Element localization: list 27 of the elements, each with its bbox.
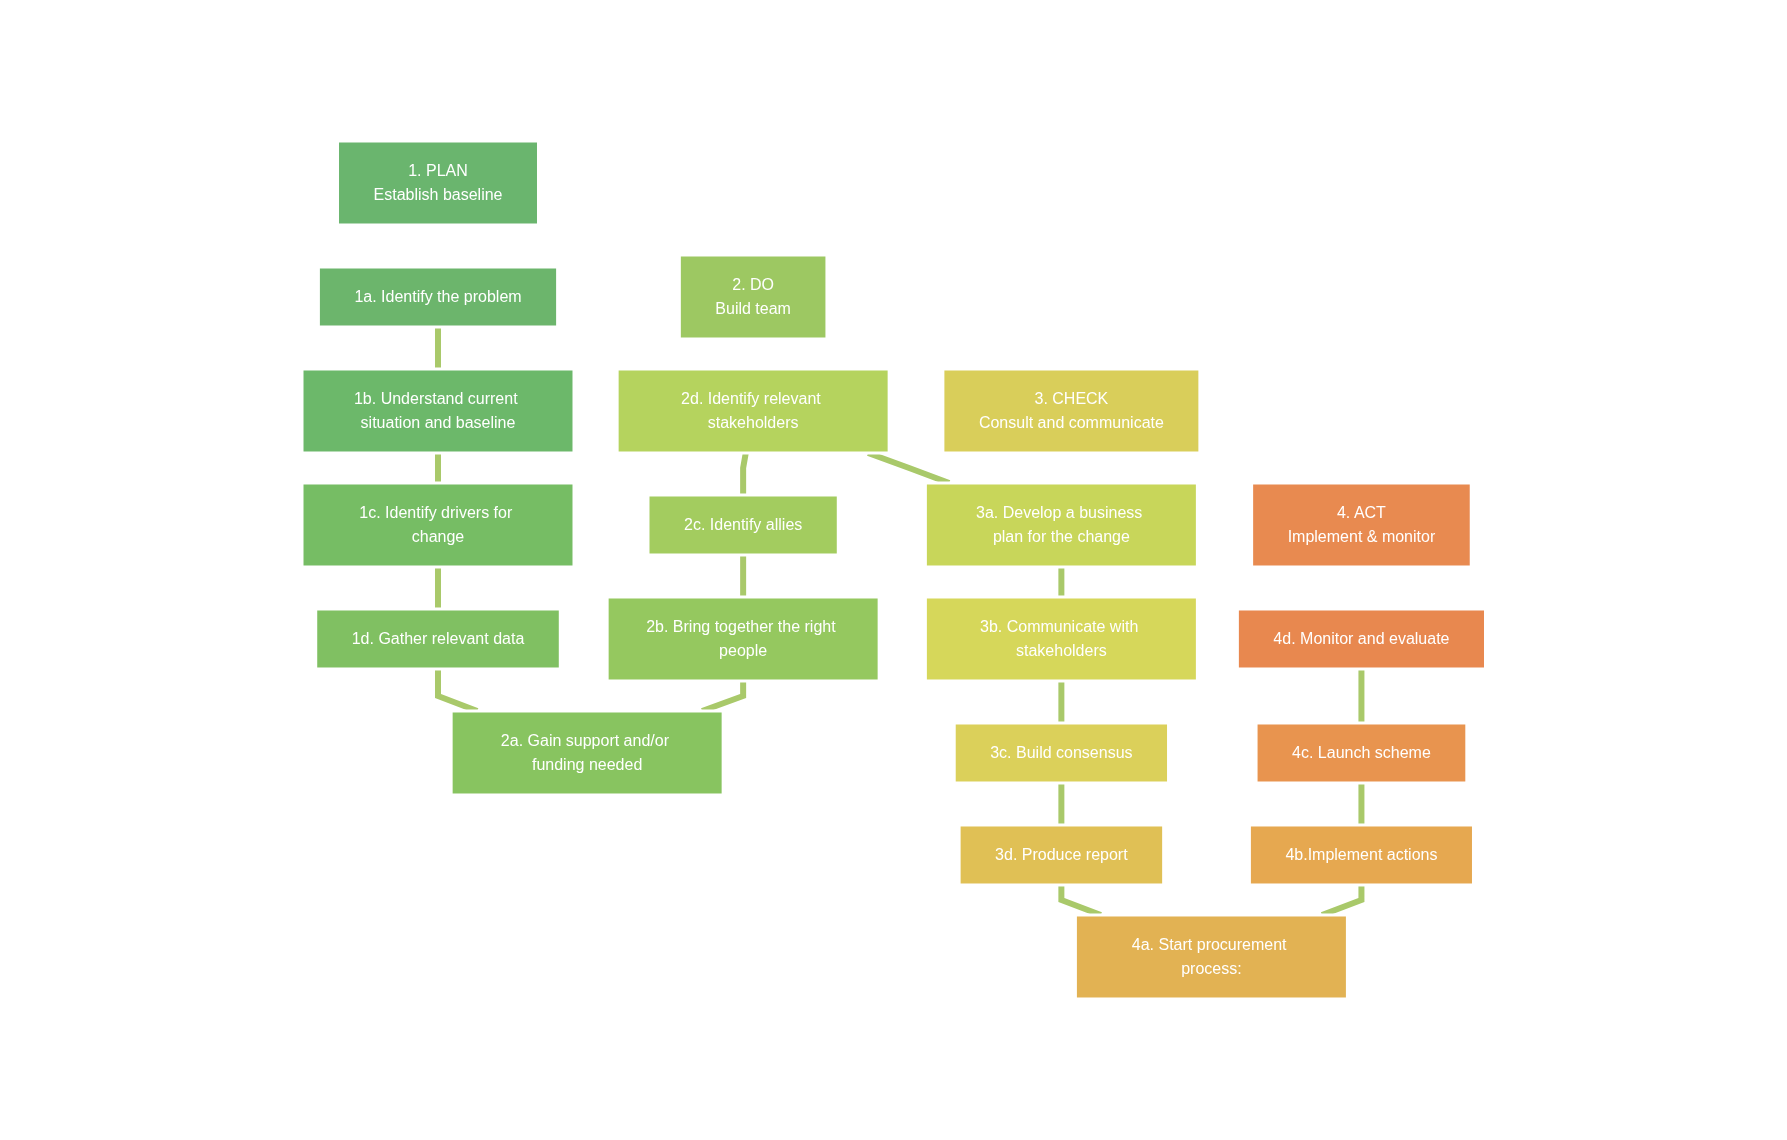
node-box: 3b. Communicate with stakeholders (923, 595, 1199, 683)
node-box: 3c. Build consensus (952, 721, 1170, 785)
node-box: 4d. Monitor and evaluate (1235, 607, 1487, 671)
node-box: 2. DO Build team (677, 253, 829, 341)
node-box: 3a. Develop a business plan for the change (923, 481, 1199, 569)
node-box: 1c. Identify drivers for change (300, 481, 576, 569)
node-box: 2c. Identify allies (646, 493, 840, 557)
node-box: 1a. Identify the problem (316, 265, 559, 329)
node-box: 2b. Bring together the right people (605, 595, 881, 683)
connector (1058, 783, 1065, 825)
node-box: 3. CHECK Consult and communicate (941, 367, 1202, 455)
connector (739, 555, 746, 597)
node-box: 1b. Understand current situation and baseline (300, 367, 576, 455)
node-box: 3d. Produce report (957, 823, 1165, 887)
node-box: 4a. Start procurement process: (1073, 913, 1349, 1001)
connector (1358, 783, 1365, 825)
connector (1058, 681, 1065, 723)
node-box: 2a. Gain support and/or funding needed (449, 709, 725, 797)
node-box: 4b.Implement actions (1247, 823, 1475, 887)
connector (434, 327, 441, 369)
connector (434, 567, 441, 609)
connector (1358, 669, 1365, 723)
node-box: 2d. Identify relevant stakeholders (615, 367, 891, 455)
node-box: 4c. Launch scheme (1254, 721, 1469, 785)
connector (739, 452, 749, 495)
connector (1058, 567, 1065, 597)
connector (434, 453, 441, 483)
